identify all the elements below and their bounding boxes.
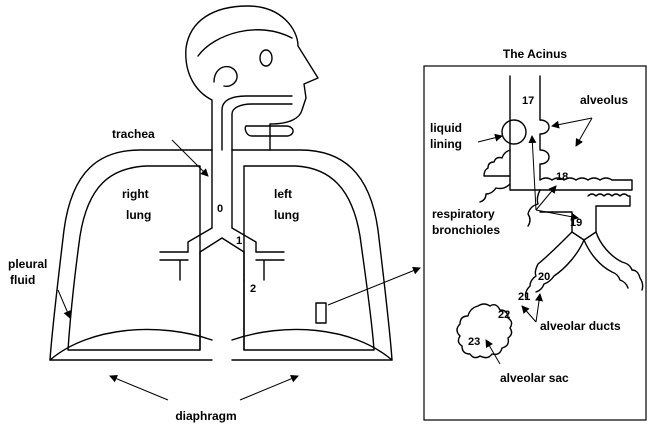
labels: trachea right lung left lung pleural flu…	[8, 93, 628, 423]
respiratory-bronchioles-label-2: bronchioles	[432, 223, 500, 237]
liquid-lining-label-1: liquid	[430, 121, 462, 135]
gen-20: 20	[538, 271, 550, 283]
liquid-lining-label-2: lining	[430, 137, 462, 151]
chest-outline	[50, 150, 392, 360]
pleural-fluid-label-2: fluid	[10, 273, 35, 287]
alveolar-sac-label: alveolar sac	[500, 371, 569, 385]
acinus-title: The Acinus	[503, 47, 568, 61]
alveolar-ducts-label: alveolar ducts	[540, 319, 621, 333]
gen-2: 2	[250, 283, 256, 295]
gen-19: 19	[570, 217, 582, 229]
gen-18: 18	[556, 171, 568, 183]
acinus-panel	[424, 66, 646, 420]
respiratory-bronchioles-label-1: respiratory	[432, 207, 495, 221]
zoom-arrow	[328, 268, 420, 305]
left-lung-label-2: lung	[274, 208, 299, 222]
gen-21: 21	[518, 291, 530, 303]
head-outline	[186, 6, 318, 150]
left-lung-label-1: left	[274, 187, 292, 201]
diaphragm-label: diaphragm	[175, 409, 236, 423]
right-lung-label-1: right	[122, 187, 149, 201]
pleural-fluid-label-1: pleural	[8, 257, 47, 271]
gen-23: 23	[468, 336, 480, 348]
gen-17: 17	[522, 95, 534, 107]
trachea-label: trachea	[112, 127, 155, 141]
gen-22: 22	[498, 309, 510, 321]
right-lung-label-2: lung	[126, 208, 151, 222]
gen-1: 1	[236, 235, 242, 247]
alveolus-label: alveolus	[580, 93, 628, 107]
body-arrows	[58, 140, 298, 400]
gen-0: 0	[217, 203, 223, 215]
